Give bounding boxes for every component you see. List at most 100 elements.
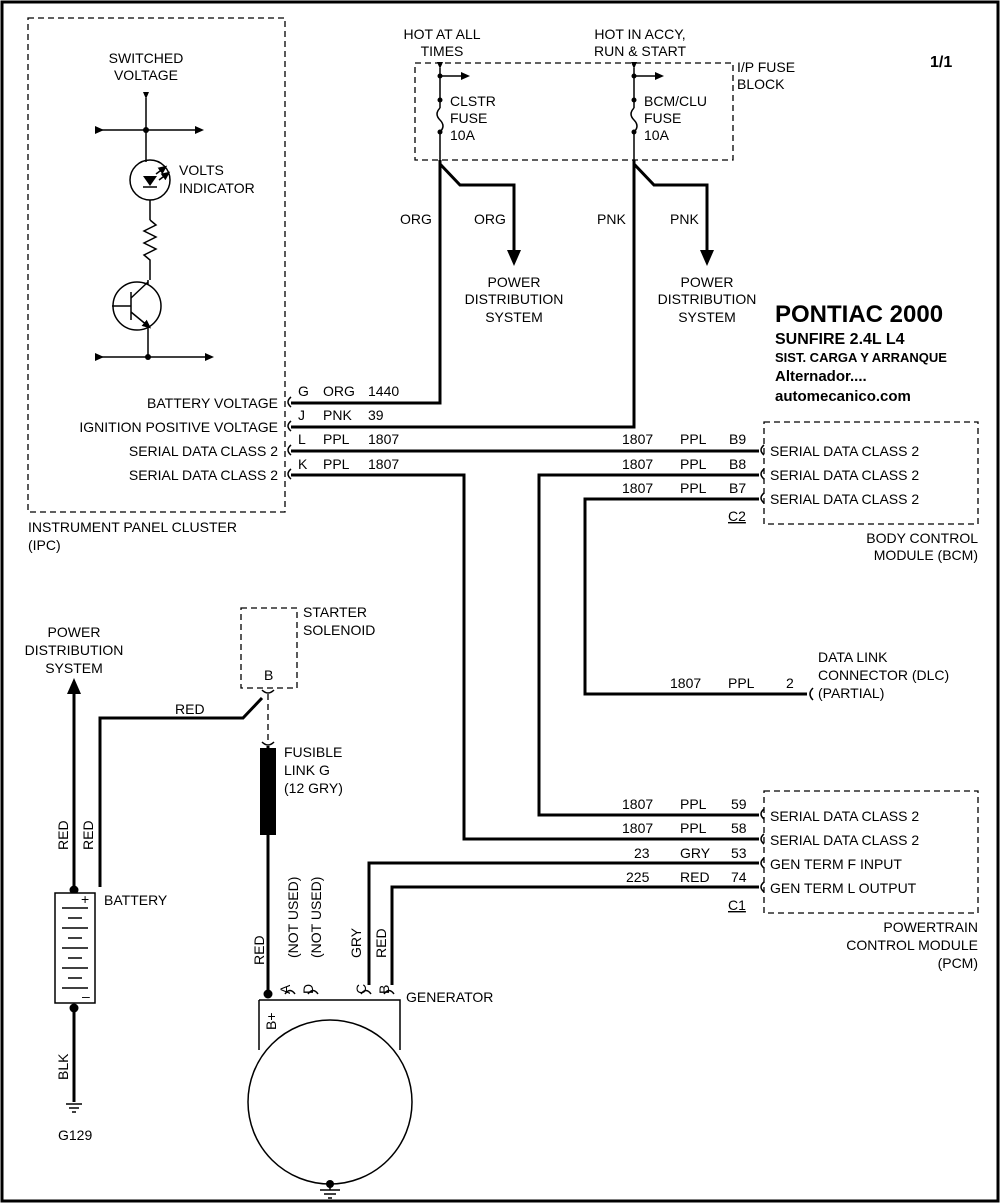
- transistor-icon: [112, 281, 162, 331]
- ground-g129: G129: [58, 1127, 92, 1143]
- data-link-connector: 1807 PPL 2 DATA LINK CONNECTOR (DLC) (PA…: [670, 649, 949, 701]
- not-used-d: (NOT USED): [308, 877, 324, 958]
- dlc-name-3: (PARTIAL): [818, 685, 884, 701]
- body-control-module: SERIAL DATA CLASS 2 SERIAL DATA CLASS 2 …: [622, 421, 979, 563]
- battery-red-1: RED: [55, 820, 71, 850]
- pcm-color-58: PPL: [680, 820, 707, 836]
- gen-pin-b: B: [376, 985, 392, 994]
- starter-solenoid: STARTER SOLENOID B RED: [98, 604, 375, 887]
- bcm-pin-label-b9: SERIAL DATA CLASS 2: [770, 443, 919, 459]
- ipc-pin-l: L: [298, 431, 306, 447]
- pcm-color-59: PPL: [680, 796, 707, 812]
- generator-housing: [258, 999, 401, 1050]
- ipc-name-2: (IPC): [28, 537, 61, 553]
- dlc-pin: 2: [786, 675, 794, 691]
- ipc-pin-label-ignition: IGNITION POSITIVE VOLTAGE: [79, 419, 278, 435]
- led-indicator-icon: [129, 159, 171, 201]
- bcm-color-b9: PPL: [680, 431, 707, 447]
- pds-1-l1: POWER: [488, 274, 541, 290]
- ipc-pin-j: J: [298, 407, 305, 423]
- pcm-pin-label-74: GEN TERM L OUTPUT: [770, 880, 917, 896]
- title-site: automecanico.com: [775, 388, 911, 405]
- pcm-circuit-74: 225: [626, 869, 650, 885]
- battery-blk: BLK: [55, 1053, 71, 1080]
- gen-red-wire: RED: [373, 928, 389, 958]
- clstr-fuse-name: CLSTR: [450, 93, 496, 109]
- title-block: PONTIAC 2000 SUNFIRE 2.4L L4 SIST. CARGA…: [775, 301, 947, 405]
- clstr-fuse-icon: [436, 107, 444, 133]
- generator: RED A D C B (NOT USED) (NOT USED) GRY RE…: [247, 877, 493, 1199]
- ipc-circuit-l: 1807: [368, 431, 399, 447]
- bcm-circuit-b9: 1807: [622, 431, 653, 447]
- clstr-fuse-rating: 10A: [450, 127, 476, 143]
- bcm-color-b7: PPL: [680, 480, 707, 496]
- starter-solenoid-box: [240, 607, 298, 689]
- fuse-block-box: [414, 62, 734, 161]
- pcm-pin-label-59: SERIAL DATA CLASS 2: [770, 808, 919, 824]
- bcm-pin-label-b7: SERIAL DATA CLASS 2: [770, 491, 919, 507]
- pds-2-l2: DISTRIBUTION: [658, 291, 757, 307]
- battery-plus: +: [81, 891, 89, 907]
- ipc-box: [27, 17, 286, 513]
- battery: POWER DISTRIBUTION SYSTEM RED RED + – BA…: [25, 624, 168, 1143]
- battery-red-2: RED: [80, 820, 96, 850]
- ipc-pin-label-battery: BATTERY VOLTAGE: [147, 395, 278, 411]
- bcm-pin-b8: B8: [729, 456, 746, 472]
- pnk-label-1: PNK: [597, 211, 626, 227]
- starter-name-2: SOLENOID: [303, 622, 375, 638]
- fusible-link-icon: [260, 748, 276, 835]
- ipc-color-g: ORG: [323, 383, 355, 399]
- org-label-1: ORG: [400, 211, 432, 227]
- pcm-name-3: (PCM): [938, 955, 978, 971]
- fusible-link-g: FUSIBLE LINK G (12 GRY): [260, 741, 343, 994]
- ipc-name-1: INSTRUMENT PANEL CLUSTER: [28, 519, 237, 535]
- title-model: SUNFIRE 2.4L L4: [775, 331, 905, 348]
- bcm-connector: C2: [728, 508, 746, 524]
- battery-pds-l3: SYSTEM: [45, 660, 103, 676]
- ipc-pin-label-serial-k: SERIAL DATA CLASS 2: [129, 467, 278, 483]
- ipc-color-j: PNK: [323, 407, 352, 423]
- switched-voltage-label-2: VOLTAGE: [114, 67, 178, 83]
- pcm-circuit-58: 1807: [622, 820, 653, 836]
- hot-accy-2: RUN & START: [594, 43, 686, 59]
- ipc-pin-label-serial-l: SERIAL DATA CLASS 2: [129, 443, 278, 459]
- pcm-pin-58: 58: [731, 820, 747, 836]
- ipc-circuit-k: 1807: [368, 456, 399, 472]
- volts-indicator-label-2: INDICATOR: [179, 180, 255, 196]
- switched-voltage-label-1: SWITCHED: [109, 50, 184, 66]
- bcm-clu-fuse-name: BCM/CLU: [644, 93, 707, 109]
- fusible-name-2: LINK G: [284, 762, 330, 778]
- generator-pcm-wires: [367, 861, 759, 985]
- fuse-block-label-1: I/P FUSE: [737, 59, 795, 75]
- starter-wire-red: RED: [175, 701, 205, 717]
- generator-name: GENERATOR: [406, 989, 493, 1005]
- ipc-connector: G ORG 1440 J PNK 39 L PPL 1807 K PPL 180…: [287, 383, 399, 480]
- bcm-clu-fuse-word: FUSE: [644, 110, 681, 126]
- ipc-pin-k: K: [298, 456, 308, 472]
- pnk-circuit: PNK PNK POWER DISTRIBUTION SYSTEM: [291, 160, 757, 429]
- bcm-pin-b9: B9: [729, 431, 746, 447]
- bcm-pin-label-b8: SERIAL DATA CLASS 2: [770, 467, 919, 483]
- pcm-connector: C1: [728, 897, 746, 913]
- dlc-name-1: DATA LINK: [818, 649, 888, 665]
- gen-pin-a: A: [277, 984, 293, 994]
- volts-indicator-label-1: VOLTS: [179, 162, 224, 178]
- pcm-pin-59: 59: [731, 796, 747, 812]
- fusible-name-1: FUSIBLE: [284, 744, 342, 760]
- gen-pin-c: C: [353, 984, 369, 994]
- fuse-block-label-2: BLOCK: [737, 76, 785, 92]
- dlc-name-2: CONNECTOR (DLC): [818, 667, 949, 683]
- pcm-box: [763, 790, 979, 914]
- pcm-color-74: RED: [680, 869, 710, 885]
- fusible-name-3: (12 GRY): [284, 780, 343, 796]
- ipc-color-k: PPL: [323, 456, 350, 472]
- hot-accy-1: HOT IN ACCY,: [594, 26, 685, 42]
- pcm-circuit-53: 23: [634, 845, 650, 861]
- pcm-name-1: POWERTRAIN: [883, 919, 978, 935]
- generator-bplus: B+: [263, 1012, 279, 1030]
- title-component: Alternador....: [775, 368, 867, 385]
- gen-gry-wire: GRY: [348, 927, 364, 958]
- ip-fuse-block: HOT AT ALL TIMES HOT IN ACCY, RUN & STAR…: [403, 26, 795, 161]
- pcm-pin-74: 74: [731, 869, 747, 885]
